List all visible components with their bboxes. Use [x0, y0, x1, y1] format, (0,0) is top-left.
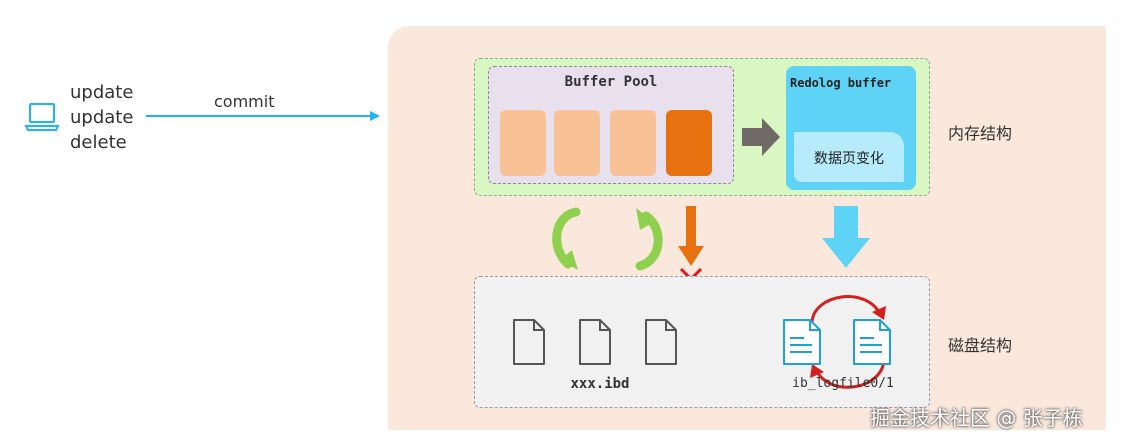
data-page-2	[554, 110, 600, 176]
data-file-label: xxx.ibd	[570, 376, 630, 392]
operation-1: update	[70, 82, 134, 103]
file-icon	[645, 319, 677, 365]
commit-label: commit	[214, 92, 275, 111]
log-cycle-icon	[810, 295, 886, 389]
log-file-icon	[853, 319, 891, 365]
operation-3: delete	[70, 132, 127, 153]
buffer-pool-title: Buffer Pool	[564, 74, 658, 90]
laptop-icon	[24, 103, 60, 131]
commit-arrow	[146, 111, 380, 121]
data-page-4-dirty	[666, 110, 712, 176]
log-file-icon	[783, 319, 821, 365]
file-icon	[579, 319, 611, 365]
redolog-down-arrow-icon	[822, 206, 870, 268]
sync-arrow-right-icon	[635, 208, 663, 271]
redolog-content-label: 数据页变化	[814, 151, 884, 167]
redolog-buffer-title: Redolog buffer	[790, 76, 892, 90]
data-page-1	[500, 110, 546, 176]
log-file-label: ib_logfile0/1	[792, 376, 894, 391]
operation-2: update	[70, 107, 134, 128]
right-arrow-icon	[742, 118, 780, 156]
file-icon	[513, 319, 545, 365]
client-operations: update update delete	[70, 80, 133, 155]
data-page-3	[610, 110, 656, 176]
watermark: 掘金技术社区 @ 张子栋	[870, 406, 1083, 430]
redolog-content-box	[794, 132, 904, 182]
sync-arrow-left-icon	[552, 207, 581, 270]
flush-down-arrow-icon	[678, 206, 704, 266]
memory-structure-label: 内存结构	[948, 124, 1013, 143]
disk-structure-label: 磁盘结构	[948, 336, 1013, 355]
